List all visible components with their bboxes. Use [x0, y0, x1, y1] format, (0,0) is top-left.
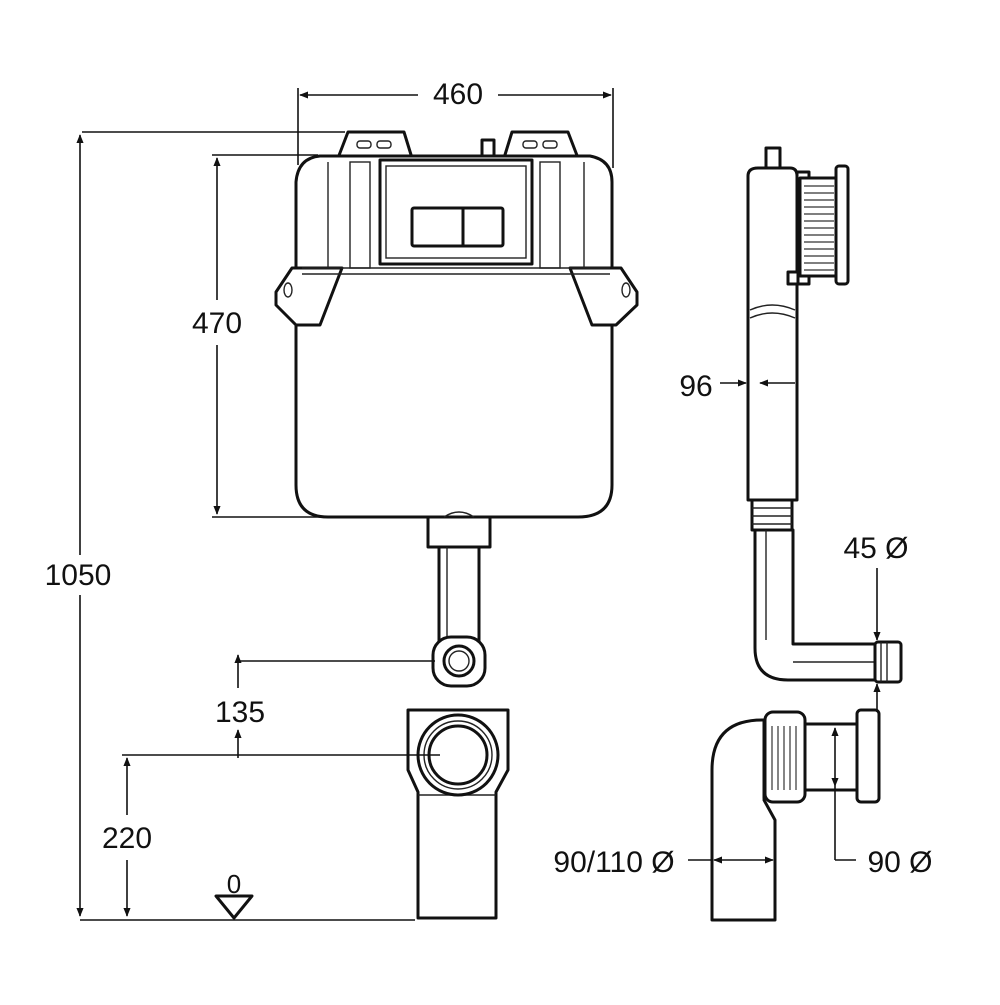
- side-clip: [786, 270, 800, 286]
- side-plate-box: [798, 176, 838, 278]
- dimension-135: 135: [215, 654, 435, 758]
- side-bend-socket: [763, 710, 807, 804]
- dimension-220: 220: [102, 754, 440, 917]
- dimension-135-label: 135: [215, 696, 265, 729]
- cistern-body: [294, 154, 614, 519]
- side-flush-pipe-bend: [753, 528, 877, 682]
- top-mounting-tab-right: [502, 130, 580, 160]
- side-bracket-right: [568, 266, 639, 327]
- dimension-1050-label: 1050: [45, 559, 112, 592]
- flush-plate-opening: [378, 158, 534, 266]
- dimension-460: 460: [297, 78, 614, 168]
- dimension-45-diameter: 45 Ø: [843, 532, 909, 712]
- top-mounting-tab-left: [336, 130, 414, 160]
- flush-buttons: [410, 206, 505, 248]
- dimension-96-label: 96: [679, 370, 712, 403]
- side-bend-sleeve: [803, 722, 859, 792]
- side-bottom-collar: [750, 498, 794, 532]
- floor-level-label: 0: [227, 869, 241, 899]
- side-plate-flange: [834, 164, 850, 286]
- side-cistern-tank: [746, 166, 799, 502]
- dimension-90-diameter: 90 Ø: [831, 727, 933, 879]
- flush-outlet-collar: [426, 515, 492, 549]
- dimension-460-label: 460: [433, 78, 483, 111]
- dimension-1050: 1050: [45, 131, 415, 921]
- floor-level-symbol: 0: [214, 869, 254, 920]
- dimension-90-110-label: 90/110 Ø: [553, 846, 674, 879]
- dimension-96: 96: [679, 370, 795, 403]
- dimension-90-110-diameter: 90/110 Ø: [553, 846, 774, 879]
- dimension-45-label: 45 Ø: [843, 532, 908, 565]
- side-bend-flange: [855, 708, 881, 804]
- side-bracket-left: [274, 266, 344, 327]
- dimension-220-label: 220: [102, 822, 152, 855]
- side-flush-spigot: [873, 640, 903, 684]
- side-top-nub: [764, 146, 782, 170]
- dimension-90-label: 90 Ø: [867, 846, 932, 879]
- cistern-side-view: [710, 146, 903, 922]
- flush-pipe: [437, 545, 481, 644]
- dimension-470: 470: [192, 154, 322, 518]
- flush-pipe-connector: [431, 635, 487, 688]
- pan-connector-body: [406, 708, 510, 920]
- dimension-470-label: 470: [192, 307, 242, 340]
- cistern-front-view: [274, 130, 639, 920]
